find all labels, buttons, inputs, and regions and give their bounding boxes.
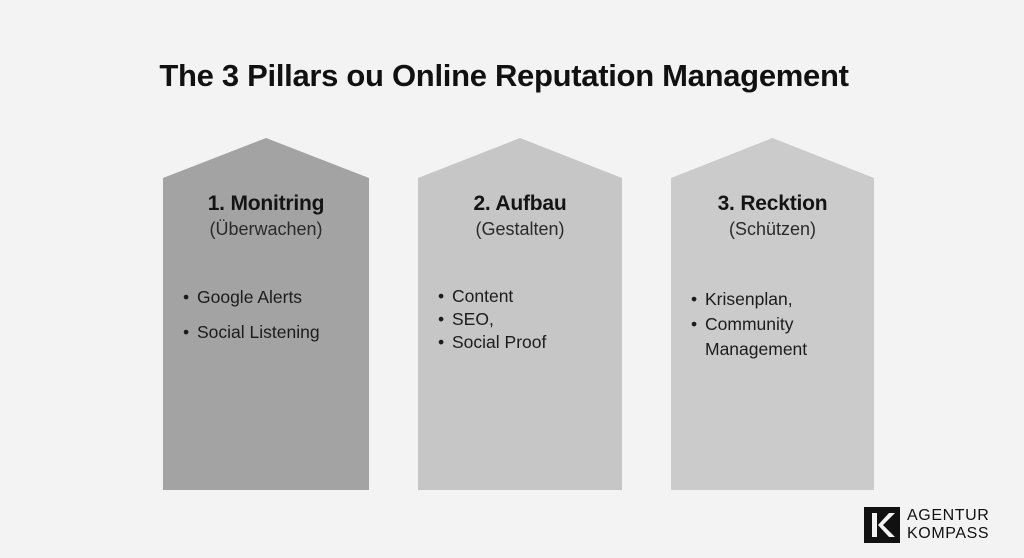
pillar-aufbau: 2. Aufbau (Gestalten) • Content • SEO, • So… <box>418 138 622 490</box>
bullet-icon: • <box>183 322 190 342</box>
list-item-label: Social Proof <box>452 332 547 352</box>
list-item-label: Google Alerts <box>197 287 303 307</box>
logo-wordmark: AGENTUR KOMPASS <box>907 507 989 543</box>
logo-line-1: AGENTUR <box>907 507 990 524</box>
page-title: The 3 Pillars ou Online Reputation Manag… <box>159 58 849 93</box>
list-item-label: SEO, <box>452 309 494 329</box>
pillar-heading: 2. Aufbau <box>473 192 567 215</box>
list-item: • Google Alerts <box>183 285 361 309</box>
list-item: • Krisenplan, <box>691 287 866 312</box>
bullet-icon: • <box>691 314 698 334</box>
pillar-subheading: (Gestalten) <box>475 219 565 239</box>
k-logo-icon <box>864 507 900 543</box>
bullet-icon: • <box>691 289 698 309</box>
pillar-bullet-list: • Krisenplan, • Community Management <box>691 287 866 362</box>
pillar-heading: 3. Recktion <box>717 192 828 215</box>
pillar-heading: 1. Monitring <box>207 192 325 215</box>
list-item: • Content <box>438 285 614 308</box>
list-item: • SEO, <box>438 308 614 331</box>
list-item: Management <box>691 337 866 362</box>
list-item: • Community <box>691 312 866 337</box>
list-item-label: Community <box>705 314 794 334</box>
list-item-label: Krisenplan, <box>705 289 793 309</box>
pillar-reaktion: 3. Recktion (Schützen) • Krisenplan, • Com… <box>671 138 874 490</box>
list-item-label: Social Listening <box>197 322 320 342</box>
bullet-icon: • <box>438 332 445 352</box>
list-item: • Social Proof <box>438 331 614 354</box>
bullet-icon: • <box>438 309 445 329</box>
brand-logo: AGENTUR KOMPASS <box>864 506 1014 546</box>
bullet-icon: • <box>438 286 445 306</box>
pillar-subheading: (Schützen) <box>728 219 817 239</box>
list-item: • Social Listening <box>183 320 361 344</box>
list-item-label: Content <box>452 286 514 306</box>
pillar-bullet-list: • Content • SEO, • Social Proof <box>438 285 614 354</box>
pillar-bullet-list: • Google Alerts • Social Listening <box>183 285 361 355</box>
bullet-icon: • <box>183 287 190 307</box>
logo-line-2: KOMPASS <box>907 525 990 542</box>
pillar-monitoring: 1. Monitring (Überwachen) • Google Alerts… <box>163 138 369 490</box>
pillar-subheading: (Überwachen) <box>209 219 323 239</box>
list-item-label: Management <box>705 339 808 359</box>
